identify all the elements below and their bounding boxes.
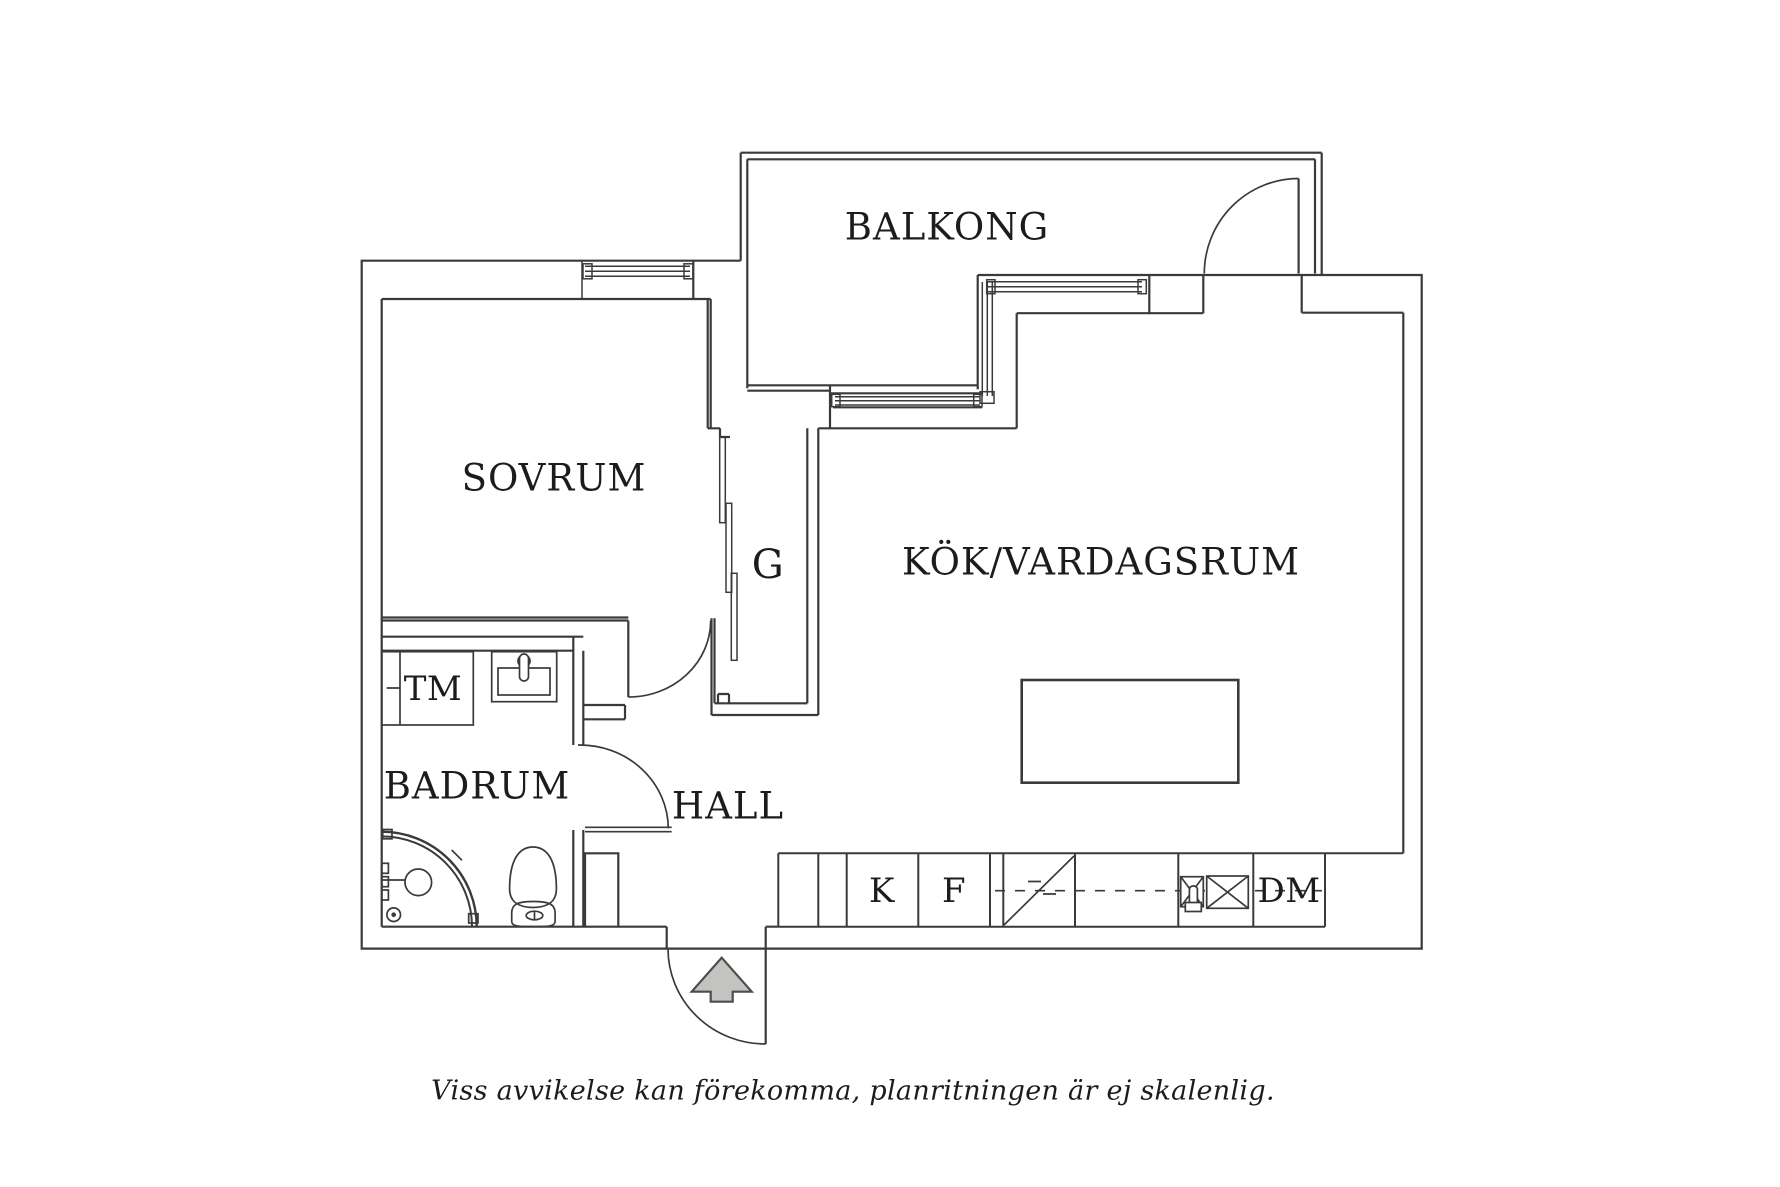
stove-symbol	[1003, 855, 1075, 926]
shower-door-handle	[451, 849, 463, 861]
sovrum-window-cap-right	[683, 263, 694, 280]
balcony-door-arc	[1203, 177, 1299, 274]
shower-door-cap-bottom	[467, 912, 479, 924]
outer-walls	[360, 259, 1423, 950]
shower-head-icon	[404, 868, 433, 897]
shower-valve	[380, 889, 390, 901]
bathroom-sink	[490, 650, 558, 703]
shower-valve	[380, 862, 390, 875]
sliding-panel	[725, 502, 733, 594]
bathroom-sink-faucet-icon	[518, 653, 530, 682]
toilet-tank	[510, 900, 556, 928]
disclaimer-caption: Viss avvikelse kan förekomma, planritnin…	[431, 1076, 1275, 1107]
sovrum-window-cap-left	[582, 263, 593, 280]
appliance-label-tm: TM	[404, 669, 463, 709]
floorplan-lines	[360, 151, 1423, 1045]
appliance-label-kyl: K	[869, 871, 895, 911]
sink-basin-large-cross	[1206, 875, 1249, 909]
room-label-garderob: G	[752, 542, 784, 588]
room-label-sovrum: SOVRUM	[462, 457, 647, 500]
badrum-door-arc	[577, 744, 670, 829]
labels: BALKONG SOVRUM KÖK/VARDAGSRUM G TM BADRU…	[384, 206, 1320, 1107]
balcony-window-cap-right	[972, 393, 983, 408]
sliding-panel	[718, 436, 727, 524]
inner-walls	[380, 260, 730, 949]
room-label-kok-vardagsrum: KÖK/VARDAGSRUM	[902, 540, 1300, 584]
room-label-badrum: BADRUM	[384, 765, 571, 808]
badrum-door-leaf	[585, 826, 672, 833]
interior-walls	[381, 428, 820, 949]
toilet-bowl	[508, 846, 558, 909]
kitchen-corner-window-h	[987, 280, 1142, 293]
sliding-panel	[730, 572, 738, 662]
doors	[577, 177, 1300, 1045]
bathroom-fixtures	[380, 650, 558, 928]
balcony-window	[835, 395, 980, 406]
kitchen-sink	[1179, 875, 1250, 913]
kitchen-top-walls	[747, 275, 1405, 854]
entrance-door-arc	[667, 948, 766, 1045]
kitchen-island	[1020, 678, 1240, 784]
wardrobe-sliding-doors	[718, 436, 738, 662]
kitchen-corner-window-v	[981, 282, 994, 396]
appliance-label-frys: F	[942, 871, 966, 911]
windows	[581, 260, 1148, 408]
shower-door-cap-top	[381, 828, 393, 840]
shower	[380, 828, 479, 927]
shower-glass-arc-inner	[381, 835, 473, 927]
kitchen-counter	[777, 852, 1404, 928]
room-label-balkong: BALKONG	[845, 206, 1049, 249]
washing-machine-box	[380, 650, 475, 726]
balcony-walls	[739, 151, 1323, 389]
shower-valve	[380, 875, 390, 888]
room-label-hall: HALL	[672, 785, 784, 828]
bathroom-sink-outer	[490, 650, 558, 703]
shower-glass-arc-outer	[381, 830, 478, 927]
sink-faucet-base	[1184, 901, 1203, 913]
shower-drain-dot	[391, 912, 397, 917]
balcony-window-cap-left	[830, 393, 841, 408]
toilet	[508, 846, 558, 928]
washing-machine-door-line	[386, 651, 401, 725]
kitchen-window-cap-right	[1137, 278, 1148, 295]
entrance-arrow-shape	[689, 956, 755, 1003]
shower-drain	[386, 907, 402, 923]
sovrum-door-arc	[628, 620, 712, 698]
sovrum-window	[581, 260, 690, 299]
kitchen-window-cap-bottom	[979, 390, 995, 405]
appliance-label-dm: DM	[1257, 871, 1320, 911]
entrance-arrow-icon	[689, 956, 755, 1003]
